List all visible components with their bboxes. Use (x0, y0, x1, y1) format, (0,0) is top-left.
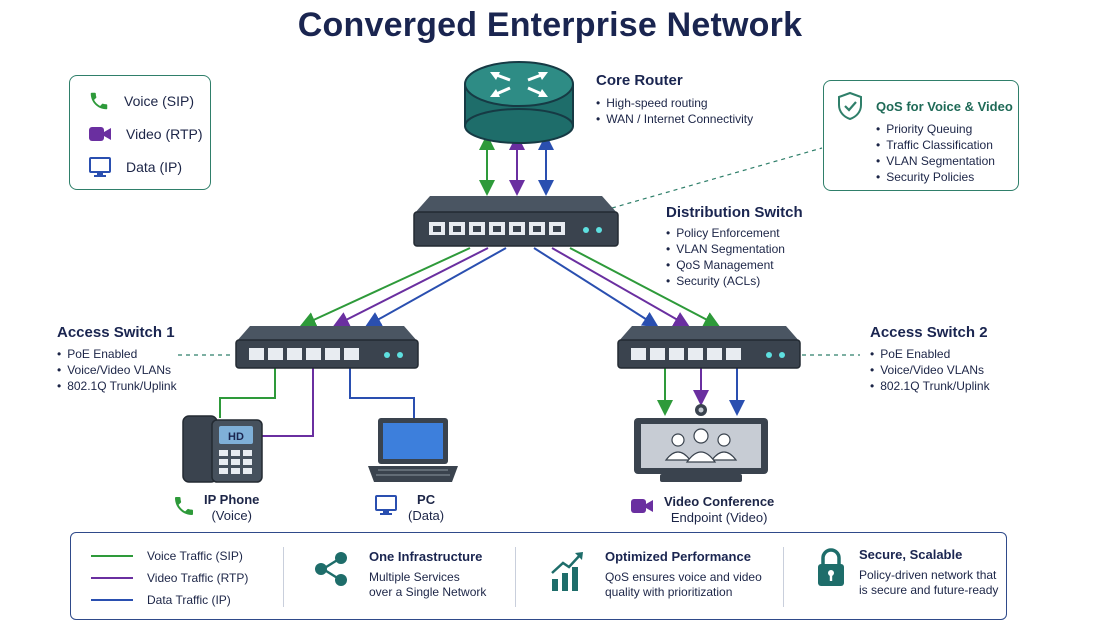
shield-check-icon (838, 91, 862, 121)
qos-connector (611, 147, 823, 209)
monitor-icon (375, 495, 397, 515)
as1-to-phone-video (262, 368, 314, 437)
video-camera-icon (89, 126, 111, 141)
feature-text: quality with prioritization (605, 585, 733, 599)
core-router-bullet: WAN / Internet Connectivity (596, 111, 753, 127)
feature-text: Multiple Services (369, 570, 460, 584)
as2-bullet: Voice/Video VLANs (870, 362, 990, 378)
video-conference-label: Video Conference Endpoint (Video) (628, 494, 774, 526)
divider (515, 547, 516, 607)
legend-label-voice: Voice (SIP) (124, 92, 195, 109)
legend-label-data: Data (IP) (126, 158, 183, 175)
bottom-panel: Voice Traffic (SIP) Video Traffic (RTP) … (70, 532, 1007, 620)
dist-to-as2-voice (569, 247, 721, 327)
feature-text: Policy-driven network that (859, 568, 997, 582)
distribution-switch-title: Distribution Switch (666, 204, 803, 221)
core-router-info: Core Router High-speed routing WAN / Int… (596, 72, 753, 127)
distribution-bullet: VLAN Segmentation (666, 241, 803, 257)
dist-to-as1-data (365, 247, 507, 327)
video-line-swatch (91, 577, 133, 579)
feature-text: over a Single Network (369, 585, 487, 599)
voice-line-swatch (91, 555, 133, 557)
as1-bullet: Voice/Video VLANs (57, 362, 177, 378)
core-router-bullet: High-speed routing (596, 95, 753, 111)
traffic-legend-video: Video Traffic (RTP) (91, 567, 248, 589)
pc-label: PC (Data) (374, 492, 444, 524)
as1-to-phone-voice (219, 368, 276, 418)
distribution-switch-icon (413, 196, 619, 247)
pc-sub: (Data) (408, 508, 445, 523)
video-camera-icon (631, 499, 653, 513)
phone-icon (90, 92, 108, 109)
ip-phone-sub: (Voice) (211, 508, 252, 523)
video-conference-sub: Endpoint (Video) (670, 510, 768, 525)
feature-secure-scalable: Secure, Scalable Policy-driven network t… (815, 547, 998, 598)
feature-text: is secure and future-ready (859, 583, 999, 597)
padlock-icon (818, 548, 844, 586)
as1-bullet: 802.1Q Trunk/Uplink (57, 378, 176, 394)
as1-bullet: PoE Enabled (57, 346, 177, 362)
phone-screen-text: HD (228, 431, 244, 443)
page-title: Converged Enterprise Network (297, 6, 803, 44)
phone-icon (175, 497, 193, 515)
dist-to-as1-voice (299, 247, 471, 327)
distribution-bullet: QoS Management (666, 257, 803, 273)
qos-title: QoS for Voice & Video (876, 98, 1013, 114)
access-switch-1-icon (235, 326, 419, 369)
legend-item-video: Video (RTP) (88, 117, 210, 150)
qos-bullet: Traffic Classification (876, 137, 1018, 153)
access-switch-2-info: Access Switch 2 PoE Enabled Voice/Video … (870, 324, 990, 394)
share-nodes-icon (315, 552, 347, 586)
access-switch-1-info: Access Switch 1 PoE Enabled Voice/Video … (57, 324, 177, 394)
core-router-icon (464, 61, 574, 144)
access-switch-2-title: Access Switch 2 (870, 324, 988, 341)
divider (783, 547, 784, 607)
ip-phone-label: IP Phone (Voice) (172, 492, 259, 524)
qos-bullet: VLAN Segmentation (876, 153, 1018, 169)
qos-bullet: Security Policies (876, 169, 1018, 185)
media-legend: Voice (SIP) Video (RTP) Data (IP) (69, 75, 211, 190)
feature-one-infrastructure: One Infrastructure Multiple Services ove… (311, 549, 486, 600)
distribution-switch-info: Distribution Switch Policy Enforcement V… (666, 204, 803, 289)
divider (283, 547, 284, 607)
traffic-legend: Voice Traffic (SIP) Video Traffic (RTP) … (91, 545, 248, 611)
as2-bullet: 802.1Q Trunk/Uplink (870, 378, 989, 394)
distribution-bullet: Security (ACLs) (666, 273, 803, 289)
distribution-bullet: Policy Enforcement (666, 225, 803, 241)
ip-phone-name: IP Phone (204, 492, 260, 507)
legend-item-data: Data (IP) (88, 150, 210, 183)
pc-name: PC (417, 492, 436, 507)
legend-label-video: Video (RTP) (126, 125, 203, 142)
feature-title: Secure, Scalable (859, 547, 963, 562)
as2-bullet: PoE Enabled (870, 346, 990, 362)
qos-box: QoS for Voice & Video Priority Queuing T… (823, 80, 1019, 191)
core-router-title: Core Router (596, 72, 683, 89)
dist-to-as2-video (551, 247, 690, 327)
video-conference-name: Video Conference (664, 494, 775, 509)
traffic-legend-voice: Voice Traffic (SIP) (91, 545, 248, 567)
traffic-label-voice: Voice Traffic (SIP) (147, 549, 243, 563)
growth-chart-icon (551, 552, 583, 591)
traffic-label-video: Video Traffic (RTP) (147, 571, 249, 585)
pc-icon (368, 418, 458, 482)
feature-text: QoS ensures voice and video (605, 570, 762, 584)
dist-to-as2-data (533, 247, 659, 328)
monitor-icon (89, 156, 111, 177)
qos-bullet: Priority Queuing (876, 121, 1018, 137)
feature-title: Optimized Performance (605, 549, 751, 564)
access-switch-2-icon (617, 326, 801, 369)
feature-title: One Infrastructure (369, 549, 483, 564)
traffic-label-data: Data Traffic (IP) (147, 593, 231, 607)
traffic-legend-data: Data Traffic (IP) (91, 589, 248, 611)
legend-item-voice: Voice (SIP) (88, 84, 210, 117)
video-conference-icon (634, 404, 768, 482)
as1-to-pc-data (349, 368, 415, 418)
dist-to-as1-video (332, 247, 489, 327)
data-line-swatch (91, 599, 133, 601)
feature-optimized-performance: Optimized Performance QoS ensures voice … (549, 549, 762, 600)
access-switch-1-title: Access Switch 1 (57, 324, 175, 341)
ip-phone-icon (182, 415, 263, 483)
